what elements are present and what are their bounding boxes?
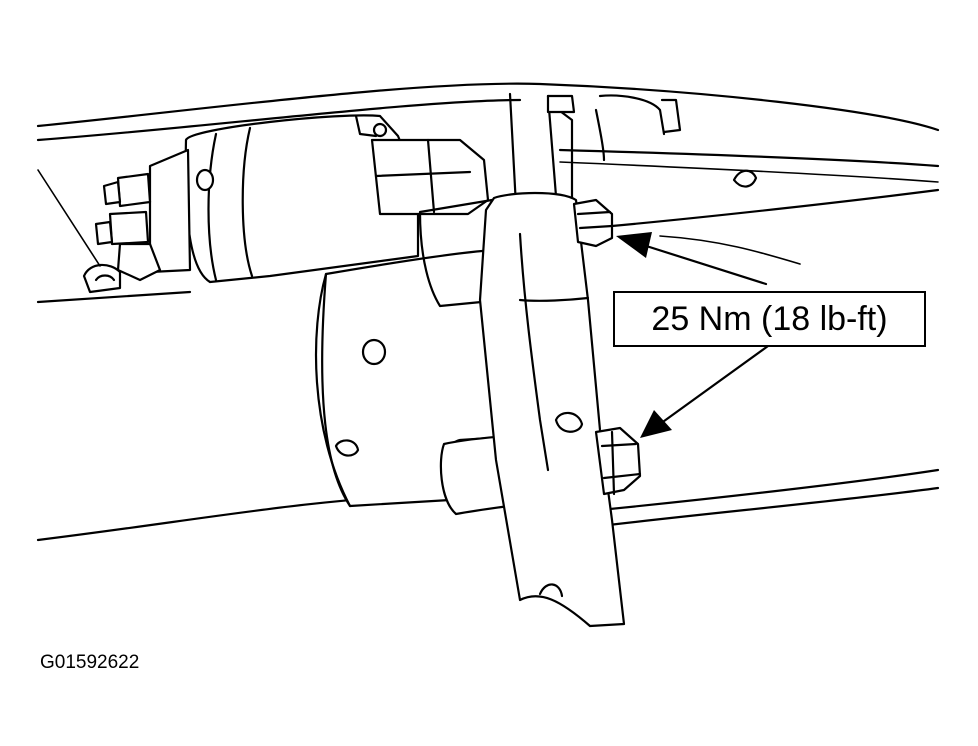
lower-mounting-bolt bbox=[594, 426, 642, 496]
rear-bracket bbox=[508, 92, 758, 208]
figure-id: G01592622 bbox=[40, 652, 140, 673]
mounting-bracket bbox=[478, 191, 626, 628]
frame-rail-lines bbox=[36, 82, 940, 542]
torque-callout: 25 Nm (18 lb-ft) bbox=[613, 291, 926, 347]
upper-arrowhead bbox=[616, 232, 652, 258]
callout-leader-arrows bbox=[616, 232, 770, 438]
starter-solenoid bbox=[82, 114, 490, 294]
lower-arrowhead bbox=[640, 410, 672, 438]
upper-mounting-bolt bbox=[572, 198, 614, 248]
